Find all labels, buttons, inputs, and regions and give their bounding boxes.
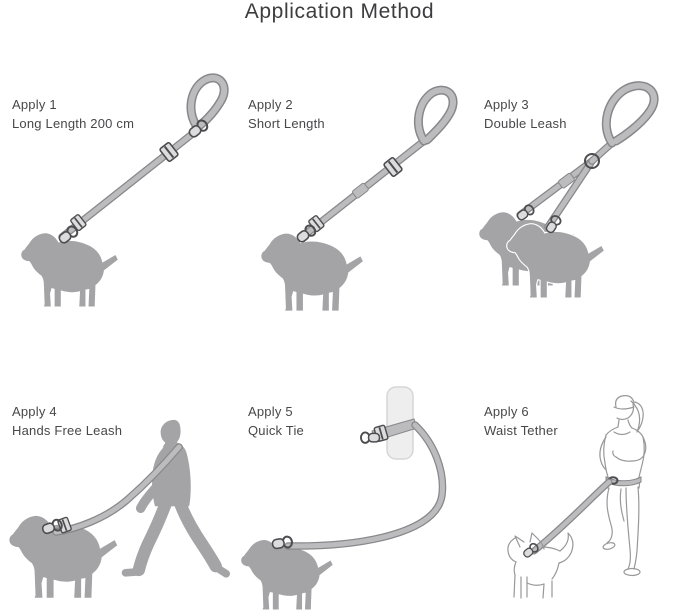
- waist-belt: [605, 476, 642, 487]
- apply-2-title: Apply 2: [248, 97, 293, 112]
- apply-5-desc: Quick Tie: [248, 422, 304, 438]
- dog-with-short-leash-illustration: [261, 85, 458, 311]
- dog-silhouette: [21, 233, 118, 307]
- apply-3-title: Apply 3: [484, 97, 529, 112]
- label-apply-3: Apply 3 Double Leash: [484, 96, 567, 134]
- leash-stopper: [352, 182, 369, 199]
- two-dogs-double-leash-illustration: [479, 81, 659, 299]
- jogger-with-waist-tether-illustration: [507, 395, 647, 599]
- label-apply-6: Apply 6 Waist Tether: [484, 403, 558, 441]
- tether-leash: [521, 478, 613, 560]
- leash-quick-tied-to-pole-illustration: [241, 386, 447, 610]
- apply-1-desc: Long Length 200 cm: [12, 115, 135, 131]
- walker-silhouette: [126, 420, 227, 574]
- collar-clip-icon: [521, 541, 541, 560]
- dog-silhouette: [241, 540, 333, 610]
- hands-free-leash: [40, 443, 183, 537]
- person-walking-dog-hands-free-illustration: [9, 385, 232, 598]
- apply-4-desc: Hands Free Leash: [12, 422, 123, 438]
- dog-line-art: [507, 532, 574, 599]
- apply-4-title: Apply 4: [12, 404, 57, 419]
- label-apply-1: Apply 1 Long Length 200 cm: [12, 96, 134, 134]
- quick-tie-leash: [270, 418, 447, 552]
- tie-clip-icon: [360, 431, 381, 444]
- leash-stopper: [558, 172, 575, 189]
- coupler-ring-icon: [584, 153, 600, 169]
- dog-with-long-leash-illustration: [21, 73, 229, 307]
- collar-clip-icon: [514, 202, 537, 223]
- apply-6-desc: Waist Tether: [484, 422, 558, 438]
- short-leash: [294, 85, 458, 246]
- double-leash: [514, 81, 659, 236]
- apply-3-desc: Double Leash: [484, 115, 567, 131]
- page-title: Application Method: [244, 0, 435, 23]
- label-apply-2: Apply 2 Short Length: [248, 96, 325, 134]
- apply-6-title: Apply 6: [484, 404, 529, 419]
- dog-silhouette: [261, 233, 363, 311]
- long-leash: [56, 73, 229, 247]
- apply-1-title: Apply 1: [12, 97, 57, 112]
- label-apply-5: Apply 5 Quick Tie: [248, 403, 304, 441]
- jogger-line-art: [599, 395, 647, 577]
- label-apply-4: Apply 4 Hands Free Leash: [12, 403, 122, 441]
- apply-5-title: Apply 5: [248, 404, 293, 419]
- apply-2-desc: Short Length: [248, 115, 325, 131]
- front-dog-silhouette: [506, 223, 605, 299]
